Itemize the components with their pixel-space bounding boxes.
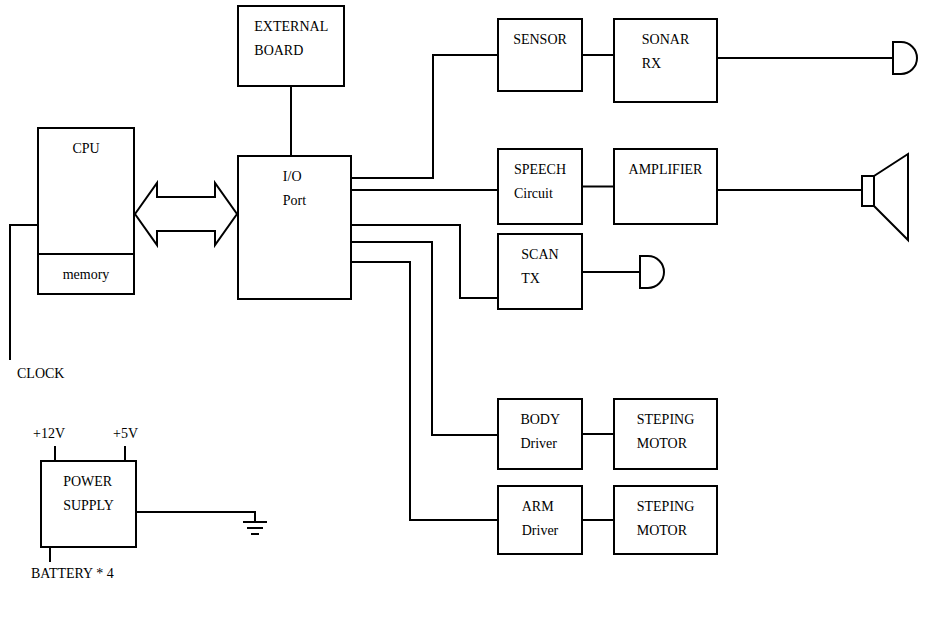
box-label: memory xyxy=(63,263,110,287)
box-label: BODY Driver xyxy=(520,408,559,456)
receiver-box: SONAR RX xyxy=(613,18,718,103)
signal-line xyxy=(583,433,613,435)
box-label: ARM Driver xyxy=(522,495,559,543)
signal-line xyxy=(583,519,613,521)
power-supply-box: POWER SUPPLY xyxy=(40,460,137,548)
signal-line xyxy=(583,54,613,56)
box-label: SPEECH Circuit xyxy=(514,158,566,206)
box-label: EXTERNAL BOARD xyxy=(254,15,327,63)
signal-line xyxy=(352,55,497,178)
box-label: I/O Port xyxy=(283,165,306,213)
speech-box: SPEECH Circuit xyxy=(497,148,583,225)
box-label: SCAN TX xyxy=(521,243,558,291)
signal-line xyxy=(352,242,497,435)
io-port-box: I/O Port xyxy=(237,155,352,300)
driver-box: ARM Driver xyxy=(497,485,583,555)
motor-box: STEPING MOTOR xyxy=(613,485,718,555)
transmitter-wire xyxy=(583,271,640,273)
transducer-wire xyxy=(718,57,893,59)
voltage-label: +12V xyxy=(32,426,66,443)
driver-box: BODY Driver xyxy=(497,398,583,470)
scan-transmitter-symbol xyxy=(640,256,664,288)
box-label: SONAR RX xyxy=(642,28,689,76)
sonar-receiver-symbol xyxy=(893,42,917,74)
box-label: POWER SUPPLY xyxy=(63,470,114,518)
signal-line xyxy=(583,186,613,188)
supply-lead xyxy=(54,446,56,460)
speaker-symbol xyxy=(862,176,874,206)
battery-label: BATTERY * 4 xyxy=(30,566,115,583)
sensor-box: SENSOR xyxy=(497,18,583,92)
box-label: CPU xyxy=(72,137,99,161)
clock-wire xyxy=(10,225,37,360)
memory-section: memory xyxy=(39,253,133,293)
bus-arrow xyxy=(135,183,237,245)
speaker-wire xyxy=(718,189,862,191)
voltage-label: +5V xyxy=(112,426,139,443)
cpu-box: CPU memory xyxy=(37,127,135,295)
box-label: AMPLIFIER xyxy=(629,158,703,182)
box-label: STEPING MOTOR xyxy=(637,408,695,456)
box-label: SENSOR xyxy=(513,28,567,52)
signal-line xyxy=(352,189,497,191)
signal-line xyxy=(352,262,497,520)
signal-line xyxy=(290,87,292,155)
speaker-cone xyxy=(874,154,908,240)
supply-lead xyxy=(124,446,126,460)
clock-label: CLOCK xyxy=(16,366,65,383)
ground-wire xyxy=(137,512,255,522)
ground-symbol xyxy=(243,522,267,534)
scan-box: SCAN TX xyxy=(497,233,583,310)
amplifier-box: AMPLIFIER xyxy=(613,148,718,225)
motor-box: STEPING MOTOR xyxy=(613,398,718,470)
board-box: EXTERNAL BOARD xyxy=(237,5,345,87)
box-label: STEPING MOTOR xyxy=(637,495,695,543)
battery-lead xyxy=(49,548,51,562)
